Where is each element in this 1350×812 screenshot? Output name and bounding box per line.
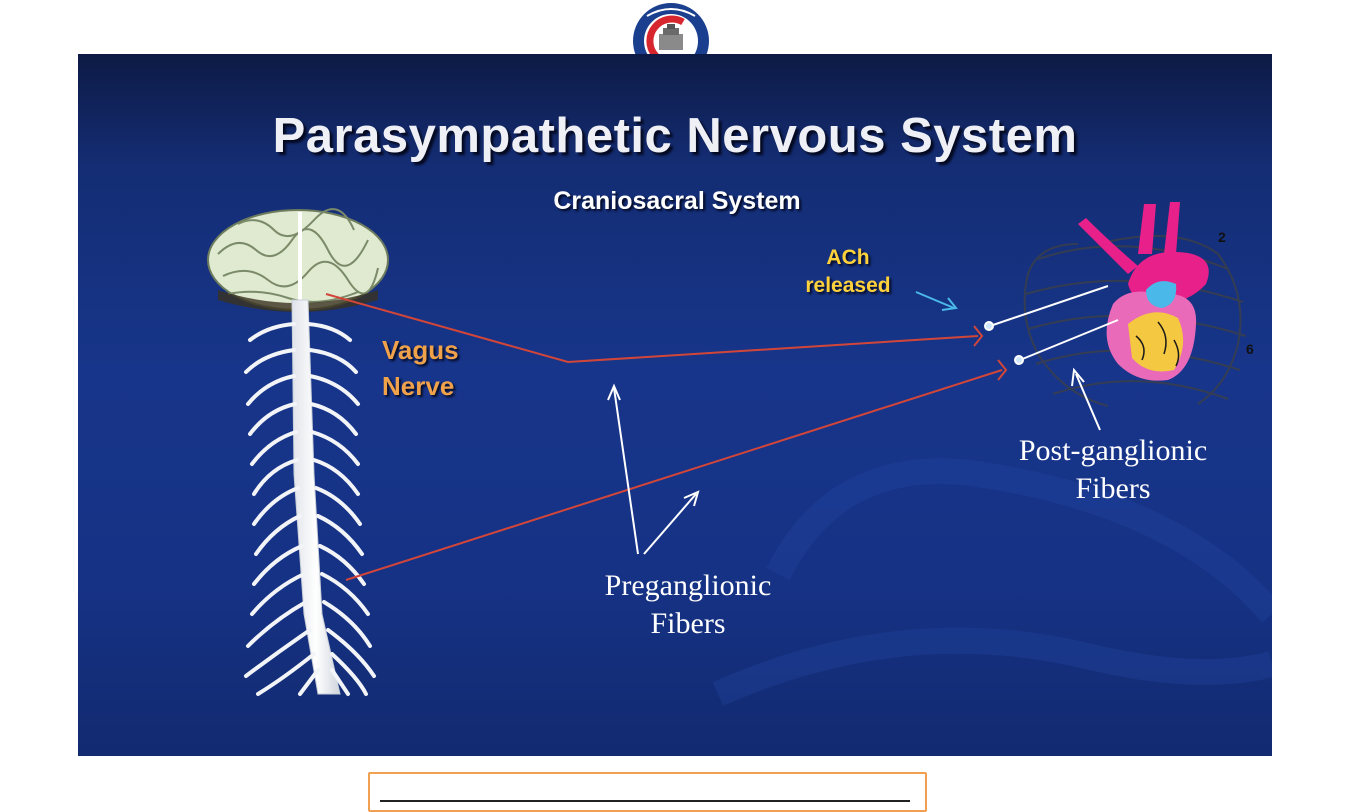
- preganglionic-fibers: [325, 293, 1008, 581]
- vagus-label-line1: Vagus: [382, 335, 459, 365]
- background-swirls: [712, 458, 1272, 706]
- brain-illustration: [207, 208, 389, 312]
- post-label-line1: Post-ganglionic: [1018, 434, 1208, 467]
- pointer-arrows: [607, 367, 1101, 555]
- pre-label-line1: Preganglionic: [604, 569, 772, 602]
- vagus-nerve-label: Vagus Nerve: [382, 332, 459, 404]
- postganglionic-fibers-label: Post-ganglionic Fibers: [958, 432, 1268, 508]
- ach-label-line2: released: [805, 274, 891, 297]
- svg-text:2: 2: [1218, 229, 1226, 245]
- answer-box[interactable]: [368, 772, 927, 812]
- spinal-cord-illustration: [244, 299, 376, 696]
- slide-subtitle: Craniosacral System: [553, 187, 801, 215]
- answer-underline: [380, 800, 910, 802]
- ach-label-line1: ACh: [826, 246, 870, 269]
- heart-illustration: 2 6: [1023, 202, 1254, 407]
- preganglionic-fibers-label: Preganglionic Fibers: [528, 567, 848, 643]
- slide-title: Parasympathetic Nervous System: [272, 109, 1078, 163]
- svg-text:6: 6: [1246, 341, 1254, 357]
- vagus-label-line2: Nerve: [382, 371, 455, 401]
- ach-arrow: [915, 291, 958, 311]
- slide: 2 6 Parasympa: [78, 54, 1272, 756]
- ach-released-label: ACh released: [788, 244, 908, 300]
- postganglionic-fibers: [984, 285, 1119, 365]
- post-label-line2: Fibers: [1075, 472, 1151, 505]
- slide-illustration: 2 6: [207, 202, 1272, 706]
- pre-label-line2: Fibers: [650, 607, 726, 640]
